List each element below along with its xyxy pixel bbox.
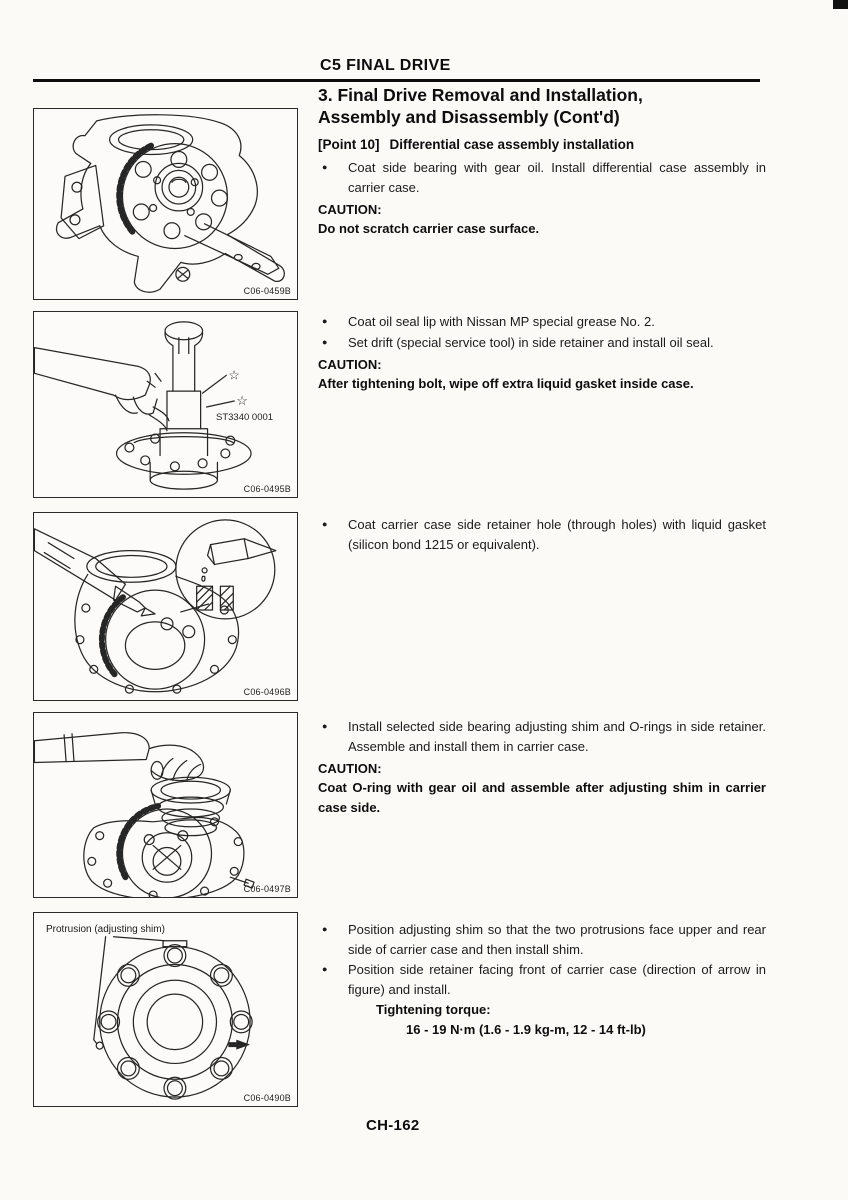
section-block-4: Install selected side bearing adjusting … xyxy=(318,717,766,817)
page-title: 3. Final Drive Removal and Installation,… xyxy=(318,84,766,128)
list-item: Coat side bearing with gear oil. Install… xyxy=(318,158,766,197)
caution-text: Coat O-ring with gear oil and assemble a… xyxy=(318,780,766,815)
bullet-icon xyxy=(318,960,348,999)
figure-code: C06-0459B xyxy=(243,286,291,296)
bullet-icon xyxy=(318,158,348,197)
list-item: Install selected side bearing adjusting … xyxy=(318,717,766,756)
bullet-text: Coat carrier case side retainer hole (th… xyxy=(348,517,766,552)
list-item: Position adjusting shim so that the two … xyxy=(318,920,766,959)
caution-label: CAUTION: xyxy=(318,202,382,217)
section-header: C5 FINAL DRIVE xyxy=(320,57,451,74)
list-item: Position side retainer facing front of c… xyxy=(318,960,766,999)
tool-number-label: ST3340 0001 xyxy=(216,412,274,423)
page-title-line1: 3. Final Drive Removal and Installation, xyxy=(318,85,643,105)
bullet-text: Position adjusting shim so that the two … xyxy=(348,922,766,957)
bullet-list: Position adjusting shim so that the two … xyxy=(318,920,766,999)
list-item: Coat oil seal lip with Nissan MP special… xyxy=(318,312,766,332)
list-item: Set drift (special service tool) in side… xyxy=(318,333,766,353)
torque-value: 16 - 19 N·m (1.6 - 1.9 kg-m, 12 - 14 ft-… xyxy=(406,1021,646,1037)
section-block-2: Coat oil seal lip with Nissan MP special… xyxy=(318,312,766,394)
section-block-1: 3. Final Drive Removal and Installation,… xyxy=(318,84,766,239)
header-rule xyxy=(33,79,760,82)
protrusion-callout: Protrusion (adjusting shim) xyxy=(46,924,165,935)
bullet-text: Coat oil seal lip with Nissan MP special… xyxy=(348,314,655,329)
star-icon: ☆ xyxy=(236,393,248,408)
bullet-text: Set drift (special service tool) in side… xyxy=(348,334,714,350)
point-tag: [Point 10] xyxy=(318,137,380,152)
bullet-icon xyxy=(318,312,348,332)
shim-top-view-illustration xyxy=(93,936,253,1100)
bullet-text: Install selected side bearing adjusting … xyxy=(348,719,766,754)
figure-code: C06-0495B xyxy=(243,484,291,494)
section-block-3: Coat carrier case side retainer hole (th… xyxy=(318,515,766,555)
point-heading: [Point 10] Differential case assembly ins… xyxy=(318,137,766,152)
section-block-5: Position adjusting shim so that the two … xyxy=(318,920,766,1039)
point-text: Differential case assembly installation xyxy=(389,137,635,152)
bullet-list: Install selected side bearing adjusting … xyxy=(318,717,766,756)
bullet-icon xyxy=(318,920,348,959)
figure-differential-case: C06-0459B xyxy=(33,108,298,300)
bullet-list: Coat side bearing with gear oil. Install… xyxy=(318,158,766,197)
figure-liquid-gasket: C06-0496B xyxy=(33,512,298,701)
torque-spec: Tightening torque: 16 - 19 N·m (1.6 - 1.… xyxy=(318,1000,766,1039)
bullet-icon xyxy=(318,515,348,554)
page-corner-tab xyxy=(833,0,848,9)
retainer-install-illustration xyxy=(34,732,255,897)
caution-label: CAUTION: xyxy=(318,357,382,372)
star-icon: ☆ xyxy=(228,367,240,382)
bullet-text: Coat side bearing with gear oil. Install… xyxy=(348,160,766,195)
page-title-line2: Assembly and Disassembly (Cont'd) xyxy=(318,107,620,127)
bullet-list: Coat carrier case side retainer hole (th… xyxy=(318,515,766,554)
caution-label: CAUTION: xyxy=(318,761,382,776)
caution-text: After tightening bolt, wipe off extra li… xyxy=(318,376,694,391)
torque-label: Tightening torque: xyxy=(376,1002,491,1017)
figure-drift-oil-seal: ☆ ☆ ST3340 0001 C06-0495B xyxy=(33,311,298,498)
page-number: CH-162 xyxy=(366,1117,420,1134)
figure-adjusting-shim: Protrusion (adjusting shim) C06-0490B xyxy=(33,912,298,1107)
list-item: Coat carrier case side retainer hole (th… xyxy=(318,515,766,554)
gasket-application-illustration xyxy=(34,519,277,694)
bullet-text: Position side retainer facing front of c… xyxy=(348,962,766,997)
figure-code: C06-0490B xyxy=(243,1093,291,1103)
bullet-icon xyxy=(318,717,348,756)
figure-code: C06-0496B xyxy=(243,687,291,697)
figure-code: C06-0497B xyxy=(243,884,291,894)
drift-tool-illustration: ☆ ☆ xyxy=(34,321,252,490)
caution-text: Do not scratch carrier case surface. xyxy=(318,221,540,236)
bullet-list: Coat oil seal lip with Nissan MP special… xyxy=(318,312,766,352)
bullet-icon xyxy=(318,333,348,353)
carrier-case-illustration xyxy=(55,114,285,293)
figure-side-retainer-install: C06-0497B xyxy=(33,712,298,898)
